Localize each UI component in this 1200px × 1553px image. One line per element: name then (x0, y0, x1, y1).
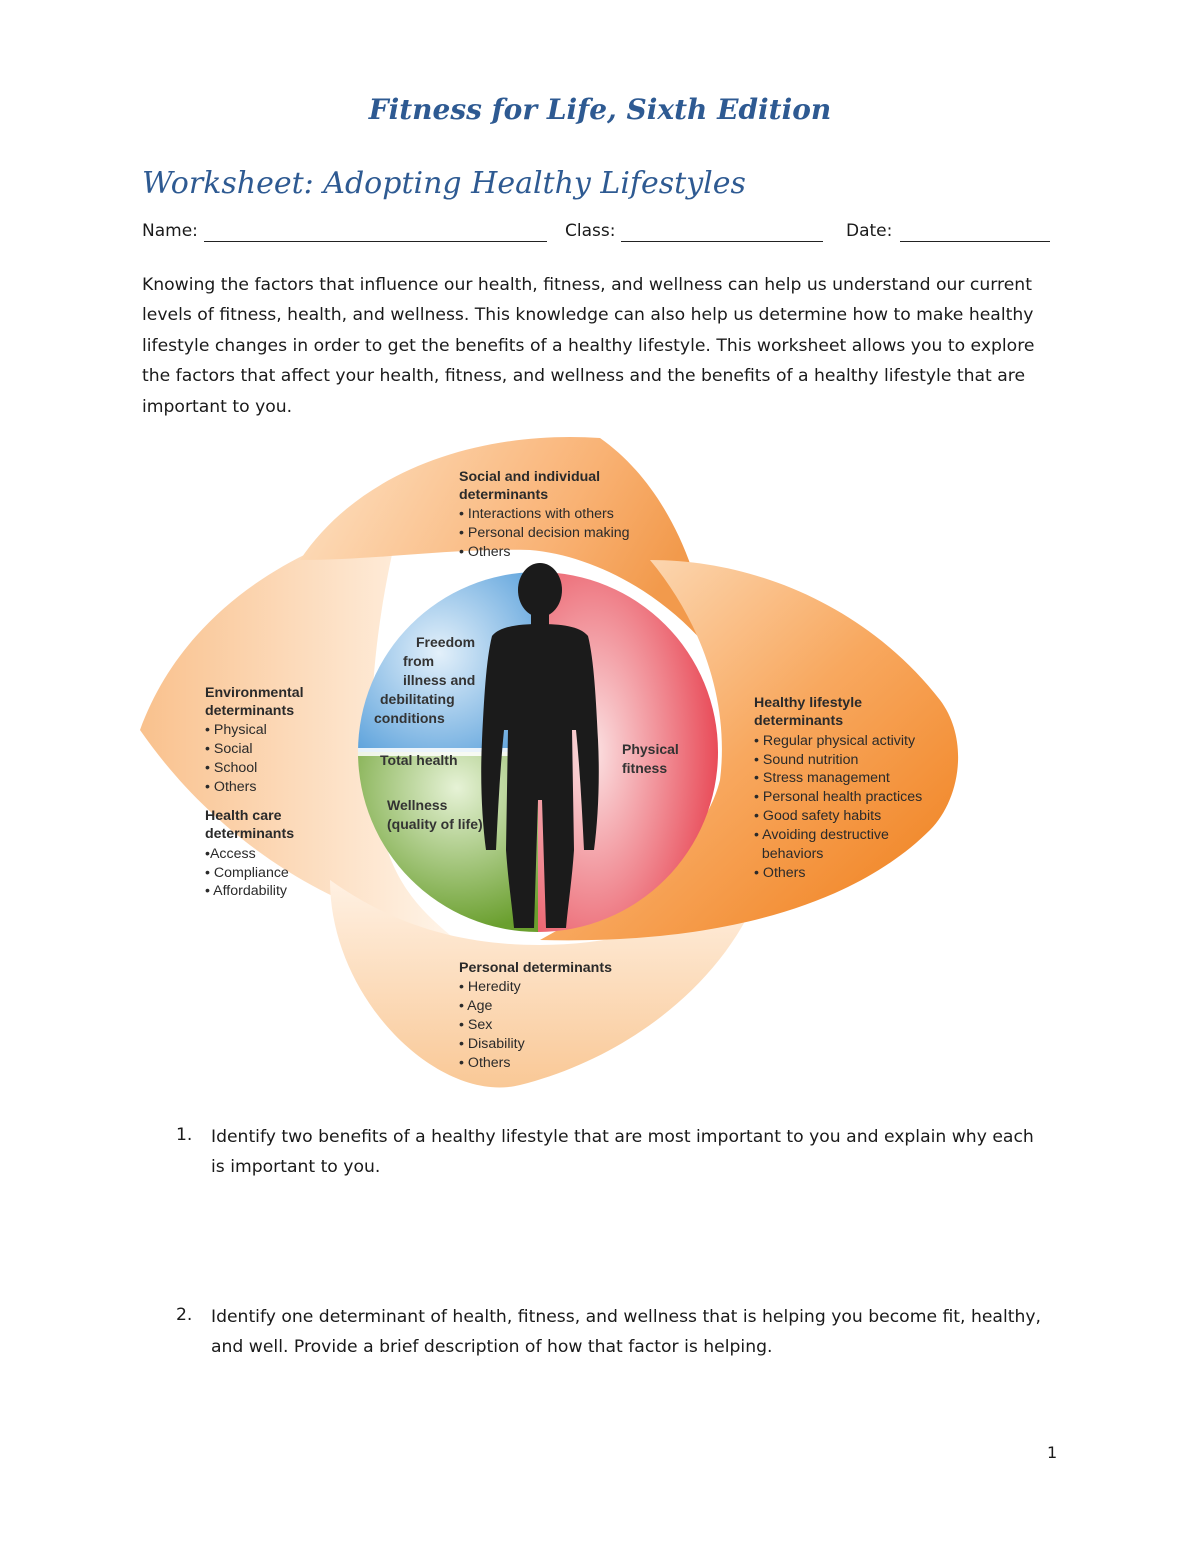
personal-determinants: Personal determinants • Heredity • Age •… (459, 960, 612, 1071)
date-label: Date: (846, 221, 893, 241)
health-care-determinants: Health care determinants •Access • Compl… (205, 808, 294, 899)
question-line: is important to you. (211, 1157, 381, 1178)
name-field[interactable] (204, 241, 547, 242)
svg-text:• Others: • Others (459, 544, 511, 560)
svg-text:• Good safety habits: • Good safety habits (754, 808, 881, 824)
page-number: 1 (1047, 1443, 1058, 1462)
svg-text:• Others: • Others (754, 865, 806, 881)
environmental-determinants: Environmental determinants • Physical • … (205, 685, 304, 795)
worksheet-title: Worksheet: Adopting Healthy Lifestyles (142, 166, 746, 201)
intro-line: Knowing the factors that influence our h… (142, 275, 1032, 295)
right-petal (540, 560, 959, 941)
intro-line: the factors that affect your health, fit… (142, 366, 1026, 387)
name-label: Name: (142, 221, 198, 241)
wellness-label: (quality of life) (387, 816, 483, 832)
svg-text:• Affordability: • Affordability (205, 883, 288, 899)
svg-text:determinants: determinants (754, 713, 843, 729)
svg-text:• Disability: • Disability (459, 1036, 526, 1052)
question-line: Identify one determinant of health, fitn… (211, 1307, 1042, 1327)
svg-text:debilitating: debilitating (380, 691, 455, 707)
total-health-label: Total health (380, 752, 458, 768)
wellness-label: Wellness (387, 797, 448, 813)
left-petal (140, 520, 450, 935)
svg-text:• Others: • Others (205, 779, 257, 795)
healthy-lifestyle-determinants: Healthy lifestyle determinants • Regular… (754, 695, 922, 881)
class-label: Class: (565, 221, 616, 241)
date-field[interactable] (900, 241, 1050, 242)
svg-text:illness and: illness and (403, 672, 475, 688)
physical-fitness-label: fitness (622, 760, 667, 776)
svg-text:determinants: determinants (459, 487, 548, 503)
question-text: Identify one determinant of health, fitn… (211, 1302, 1061, 1363)
svg-text:• School: • School (205, 760, 257, 776)
physical-fitness-label: Physical (622, 741, 679, 757)
svg-text:Environmental: Environmental (205, 685, 304, 701)
svg-text:• Physical: • Physical (205, 722, 267, 738)
svg-text:• Age: • Age (459, 998, 492, 1014)
svg-text:determinants: determinants (205, 826, 294, 842)
question-line: and well. Provide a brief description of… (211, 1337, 773, 1358)
freedom-label: Freedom from illness and debilitating co… (374, 634, 475, 726)
svg-text:• Stress management: • Stress management (754, 770, 890, 786)
intro-paragraph: Knowing the factors that influence our h… (142, 270, 1052, 422)
intro-line: lifestyle changes in order to get the be… (142, 335, 1035, 356)
class-field[interactable] (621, 241, 823, 242)
svg-text:• Personal decision making: • Personal decision making (459, 525, 630, 541)
human-silhouette-icon (481, 563, 599, 928)
svg-text:• Compliance: • Compliance (205, 865, 289, 881)
svg-text:behaviors: behaviors (754, 846, 823, 862)
question-text: Identify two benefits of a healthy lifes… (211, 1122, 1061, 1183)
svg-text:from: from (403, 653, 434, 669)
intro-line: important to you. (142, 396, 293, 417)
question-number: 1. (176, 1125, 193, 1145)
svg-text:•Access: •Access (205, 846, 256, 862)
book-title: Fitness for Life, Sixth Edition (368, 93, 832, 126)
svg-text:• Others: • Others (459, 1055, 511, 1071)
svg-text:• Interactions with others: • Interactions with others (459, 506, 614, 522)
svg-text:• Heredity: • Heredity (459, 979, 522, 995)
svg-text:determinants: determinants (205, 703, 294, 719)
question-number: 2. (176, 1305, 193, 1325)
intro-line: levels of fitness, health, and wellness.… (142, 305, 1034, 326)
top-petal (300, 437, 710, 650)
svg-text:Freedom: Freedom (416, 634, 475, 650)
social-determinants: Social and individual determinants • Int… (459, 469, 630, 560)
question-line: Identify two benefits of a healthy lifes… (211, 1127, 1034, 1147)
svg-text:Social and individual: Social and individual (459, 469, 600, 485)
svg-text:• Social: • Social (205, 741, 253, 757)
svg-text:• Sex: • Sex (459, 1017, 492, 1033)
svg-text:Health care: Health care (205, 808, 282, 824)
svg-text:• Avoiding destructive: • Avoiding destructive (754, 827, 889, 843)
svg-text:Personal determinants: Personal determinants (459, 960, 612, 976)
svg-text:• Sound nutrition: • Sound nutrition (754, 752, 858, 768)
svg-text:• Personal health practices: • Personal health practices (754, 789, 922, 805)
svg-text:• Regular physical activity: • Regular physical activity (754, 733, 916, 749)
svg-text:conditions: conditions (374, 710, 445, 726)
svg-text:Healthy lifestyle: Healthy lifestyle (754, 695, 862, 711)
